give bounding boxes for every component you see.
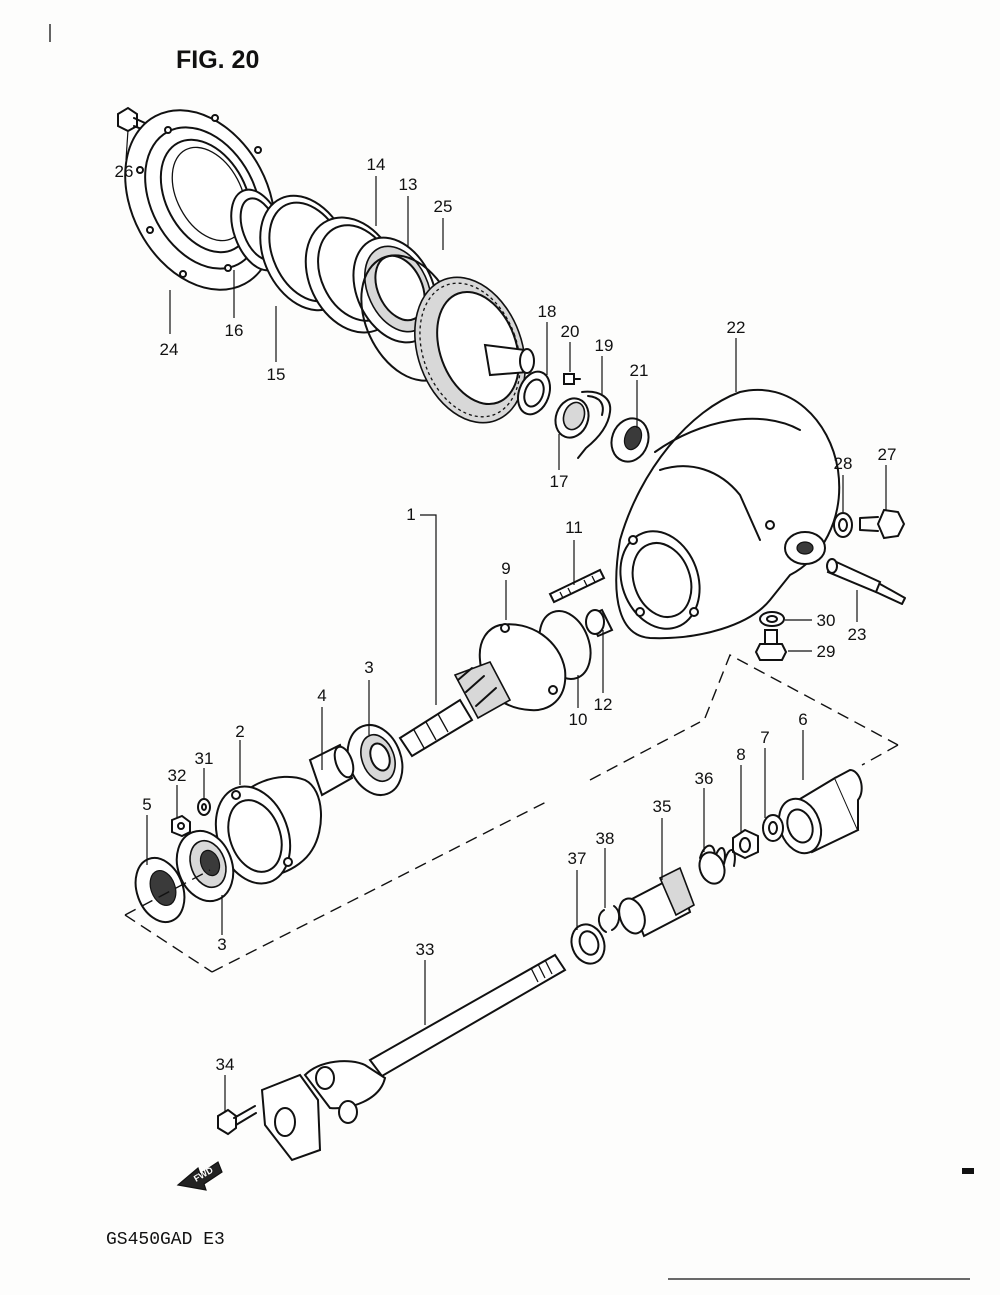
callout-14: 14 (367, 155, 386, 174)
assembly-boundary-line-left (124, 869, 211, 916)
part-36-spring (698, 844, 736, 885)
part-17-needle-bearing (554, 397, 590, 439)
part-35-sleeve (618, 866, 695, 938)
part-31-washer (197, 798, 211, 816)
callout-12: 12 (594, 695, 613, 714)
callout-15: 15 (267, 365, 286, 384)
part-8-nut (732, 828, 759, 860)
part-33-propeller-shaft (260, 953, 567, 1162)
callout-18: 18 (538, 302, 557, 321)
part-3-lower-ball-bearing (175, 829, 235, 903)
callout-36: 36 (695, 769, 714, 788)
callout-9: 9 (501, 559, 510, 578)
part-5-oil-seal (134, 857, 186, 923)
part-18-shim (517, 370, 551, 416)
callout-11: 11 (565, 518, 583, 537)
part-19-retainer (577, 390, 612, 459)
callout-23: 23 (848, 625, 867, 644)
part-11-stud (548, 568, 606, 604)
callout-5: 5 (142, 795, 151, 814)
callout-10: 10 (569, 710, 588, 729)
callout-17: 17 (550, 472, 569, 491)
callout-2: 2 (235, 722, 244, 741)
callout-19: 19 (595, 336, 614, 355)
part-3-upper-ball-bearing (346, 724, 404, 796)
part-23-axle-stud (826, 558, 906, 605)
callout-29: 29 (817, 642, 836, 661)
callout-27: 27 (878, 445, 897, 464)
callout-30: 30 (817, 611, 836, 630)
callout-8: 8 (736, 745, 745, 764)
scan-artifacts (49, 24, 974, 1280)
callout-13: 13 (399, 175, 418, 194)
part-20-screw (563, 373, 581, 385)
callout-16: 16 (225, 321, 244, 340)
callout-21: 21 (630, 361, 649, 380)
part-6-coupling (777, 768, 863, 855)
model-code: GS450GAD E3 (106, 1230, 225, 1250)
forward-direction-arrow: FWD (176, 1161, 223, 1191)
part-29-drain-plug (754, 629, 788, 661)
part-2-bearing-case (214, 775, 322, 885)
callout-20: 20 (561, 322, 580, 341)
part-4-sleeve (308, 743, 355, 797)
figure-title: FIG. 20 (176, 46, 259, 74)
callout-3-lower: 3 (217, 935, 226, 954)
callout-33: 33 (416, 940, 435, 959)
part-12-bearing (585, 608, 614, 638)
callout-3-upper: 3 (364, 658, 373, 677)
part-34-bolt (217, 1105, 257, 1136)
callout-25: 25 (434, 197, 453, 216)
callout-34: 34 (216, 1055, 235, 1074)
part-38-circlip (598, 905, 620, 933)
part-1-drive-pinion (398, 661, 512, 758)
part-30-washer (759, 611, 785, 627)
callout-6: 6 (798, 710, 807, 729)
assembly-boundary-line (124, 654, 899, 973)
leader-lines (125, 129, 887, 1112)
part-37-oil-seal (570, 923, 606, 965)
part-1-ring-gear (414, 276, 535, 424)
callout-7: 7 (760, 728, 769, 747)
part-27-bolt (859, 508, 906, 540)
callout-35: 35 (653, 797, 672, 816)
callout-31: 31 (195, 749, 214, 768)
callout-28: 28 (834, 454, 853, 473)
callout-37: 37 (568, 849, 587, 868)
callout-22: 22 (727, 318, 746, 337)
callout-numbers: 1 2 3 3 4 5 6 7 8 9 10 11 12 13 14 15 16… (115, 155, 897, 1074)
part-28-washer (833, 512, 853, 538)
callout-4: 4 (317, 686, 326, 705)
callout-26: 26 (115, 162, 134, 181)
leader-1 (420, 514, 437, 705)
callout-32: 32 (168, 766, 187, 785)
callout-24: 24 (160, 340, 179, 359)
callout-38: 38 (596, 829, 615, 848)
part-22-gear-case (615, 389, 841, 640)
part-21-oil-seal (610, 417, 650, 463)
part-7-washer (762, 814, 784, 842)
part-32-nut (171, 814, 191, 838)
callout-1: 1 (406, 505, 415, 524)
